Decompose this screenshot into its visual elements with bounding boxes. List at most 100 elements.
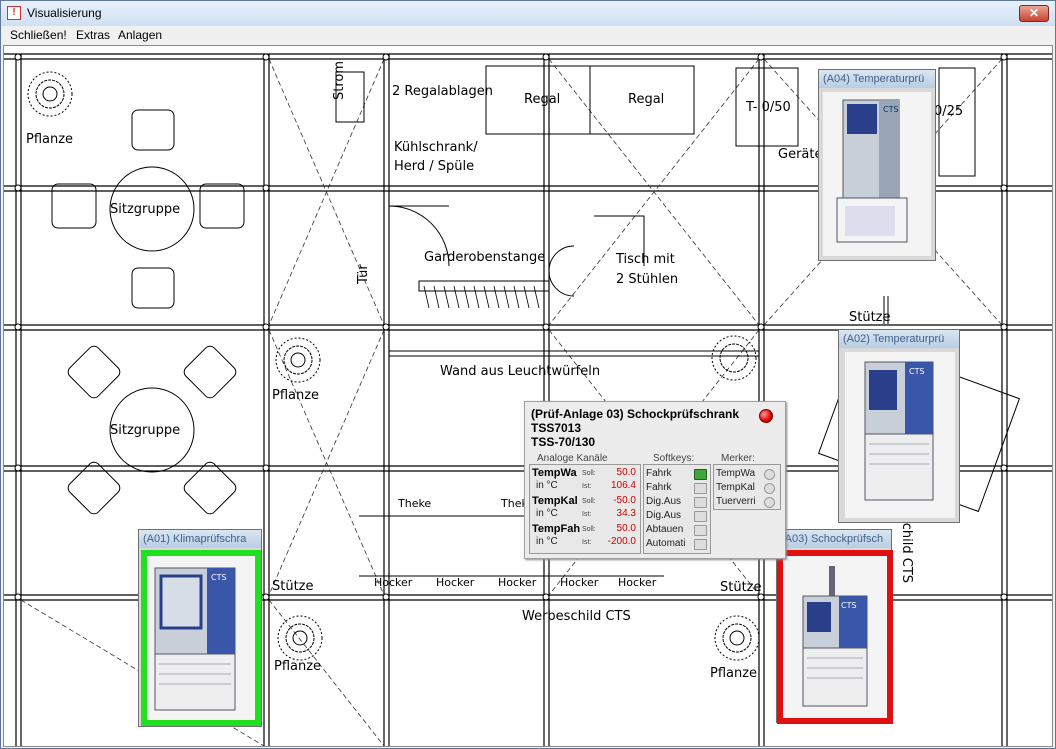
temp-range-label: 0/25 xyxy=(934,104,964,119)
floor-plan-canvas[interactable]: Pflanze Sitzgruppe Sitzgruppe Strom 2 Re… xyxy=(3,45,1053,747)
soll-label: Soll: xyxy=(582,498,596,505)
menu-bar: Schließen! Extras Anlagen xyxy=(1,26,1055,45)
device-a02-image: CTS xyxy=(845,352,955,518)
softkey-label: Dig.Aus xyxy=(646,496,682,507)
plant-label: Pflanze xyxy=(710,666,758,681)
device-a03-panel[interactable]: (A03) Schockprüfsch CTS xyxy=(776,529,893,724)
stool-label: Hocker xyxy=(560,576,599,589)
analog-channels-header: Analoge Kanäle xyxy=(537,453,608,464)
svg-text:CTS: CTS xyxy=(883,105,899,114)
counter-label: Theke xyxy=(398,497,432,510)
table-label: Tisch mit xyxy=(616,252,675,267)
channel-setpoint: 50.0 xyxy=(616,467,636,478)
plant-label: Pflanze xyxy=(26,132,74,147)
merker-panel: TempWa TempKal Tuerverri xyxy=(713,464,781,510)
stove-sink-label: Herd / Spüle xyxy=(394,159,475,174)
test-chamber-icon: CTS xyxy=(864,361,934,501)
temp-range-label: T- 0/50 xyxy=(746,100,791,115)
counter-label: Thek xyxy=(501,497,528,510)
thermometer-app-icon: ! xyxy=(7,6,21,20)
popup-type: TSS-70/130 xyxy=(531,435,596,449)
softkey-button[interactable] xyxy=(694,483,707,494)
fridge-label: Kühlschrank/ xyxy=(394,140,478,155)
pillar-label: Stütze xyxy=(849,310,891,325)
channel-name: TempWa xyxy=(532,467,577,479)
advertising-sign-label: Werbeschild CTS xyxy=(522,609,631,624)
soll-label: Soll: xyxy=(582,470,596,477)
popup-title: (Prüf-Anlage 03) Schockprüfschrank xyxy=(531,407,740,421)
devices-label: Geräte xyxy=(778,147,823,162)
svg-text:CTS: CTS xyxy=(909,367,925,376)
softkey-button[interactable] xyxy=(694,469,707,480)
window-title: Visualisierung xyxy=(27,6,102,20)
softkey-button[interactable] xyxy=(694,539,707,550)
light-wall-label: Wand aus Leuchtwürfeln xyxy=(440,364,601,379)
ist-label: Ist: xyxy=(582,539,592,546)
title-bar[interactable]: ! Visualisierung ✕ xyxy=(1,1,1055,27)
door-label: Tür xyxy=(356,264,371,284)
channel-row: TempKal in °C Soll: Ist: -50.0 34.3 xyxy=(530,493,640,521)
ist-label: Ist: xyxy=(582,483,592,490)
svg-text:CTS: CTS xyxy=(211,573,227,582)
softkey-label: Fahrk xyxy=(646,468,672,479)
device-a01-title: (A01) Klimaprüfschra xyxy=(139,530,261,548)
channel-actual: 106.4 xyxy=(610,480,636,491)
softkey-label: Fahrk xyxy=(646,482,672,493)
softkey-button[interactable] xyxy=(694,525,707,536)
merker-indicator-icon xyxy=(764,483,775,494)
channel-row: TempWa in °C Soll: Ist: 50.0 106.4 xyxy=(530,465,640,493)
device-a04-title: (A04) Temperaturprü xyxy=(819,70,935,88)
channel-actual: -200.0 xyxy=(607,536,636,547)
device-a03-detail-popup[interactable]: (Prüf-Anlage 03) Schockprüfschrank TSS70… xyxy=(524,401,786,559)
stool-label: Hocker xyxy=(374,576,413,589)
softkey-button[interactable] xyxy=(694,497,707,508)
device-a02-title: (A02) Temperaturprü xyxy=(839,330,959,348)
plant-label: Pflanze xyxy=(274,659,322,674)
menu-schliessen[interactable]: Schließen! xyxy=(10,28,67,42)
channel-name: TempFah xyxy=(532,523,581,535)
channel-actual: 34.3 xyxy=(616,508,636,519)
channel-row: TempFah in °C Soll: Ist: 50.0 -200.0 xyxy=(530,521,640,549)
test-chamber-icon: CTS xyxy=(836,99,908,243)
merker-label: Tuerverri xyxy=(716,496,756,507)
softkeys-panel: Fahrk Fahrk Dig.Aus Dig.Aus Abtauen Auto… xyxy=(643,464,711,554)
sign-label: schild CTS xyxy=(899,516,914,584)
stool-label: Hocker xyxy=(498,576,537,589)
menu-anlagen[interactable]: Anlagen xyxy=(118,28,163,42)
merker-label: TempKal xyxy=(716,482,755,493)
device-a04-panel[interactable]: (A04) Temperaturprü CTS xyxy=(818,69,936,261)
chairs-label: 2 Stühlen xyxy=(616,272,679,287)
coat-rack-label: Garderobenstange xyxy=(424,250,546,265)
shelf-label: Regal xyxy=(628,92,665,107)
test-chamber-icon: CTS xyxy=(154,567,236,711)
menu-extras[interactable]: Extras xyxy=(76,28,111,42)
merker-label: TempWa xyxy=(716,468,756,479)
softkeys-header: Softkeys: xyxy=(653,453,695,464)
power-label: Strom xyxy=(332,60,347,100)
device-a01-status-frame: CTS xyxy=(141,550,261,726)
plant-label: Pflanze xyxy=(272,388,320,403)
pillar-label: Stütze xyxy=(272,579,314,594)
close-button[interactable]: ✕ xyxy=(1019,5,1049,22)
floor-plan-drawing xyxy=(4,53,1052,746)
channel-unit: in °C xyxy=(536,536,558,547)
softkey-button[interactable] xyxy=(694,511,707,522)
device-a02-panel[interactable]: (A02) Temperaturprü CTS xyxy=(838,329,960,523)
stool-label: Hocker xyxy=(618,576,657,589)
channel-name: TempKal xyxy=(532,495,578,507)
device-a01-panel[interactable]: (A01) Klimaprüfschra CTS xyxy=(138,529,262,727)
svg-text:CTS: CTS xyxy=(841,601,857,610)
device-a03-status-frame: CTS xyxy=(777,550,893,724)
ist-label: Ist: xyxy=(582,511,592,518)
test-chamber-icon: CTS xyxy=(802,566,868,707)
status-led-icon xyxy=(759,409,773,423)
analog-channels-panel: TempWa in °C Soll: Ist: 50.0 106.4 TempK… xyxy=(529,464,641,554)
channel-unit: in °C xyxy=(536,508,558,519)
softkey-label: Abtauen xyxy=(646,524,684,535)
device-a03-title: (A03) Schockprüfsch xyxy=(777,530,891,548)
device-a04-image: CTS xyxy=(823,92,931,256)
shelf-label: Regal xyxy=(524,92,561,107)
softkey-label: Automati xyxy=(646,538,686,549)
seating-group-label: Sitzgruppe xyxy=(110,423,181,438)
channel-setpoint: -50.0 xyxy=(613,495,636,506)
